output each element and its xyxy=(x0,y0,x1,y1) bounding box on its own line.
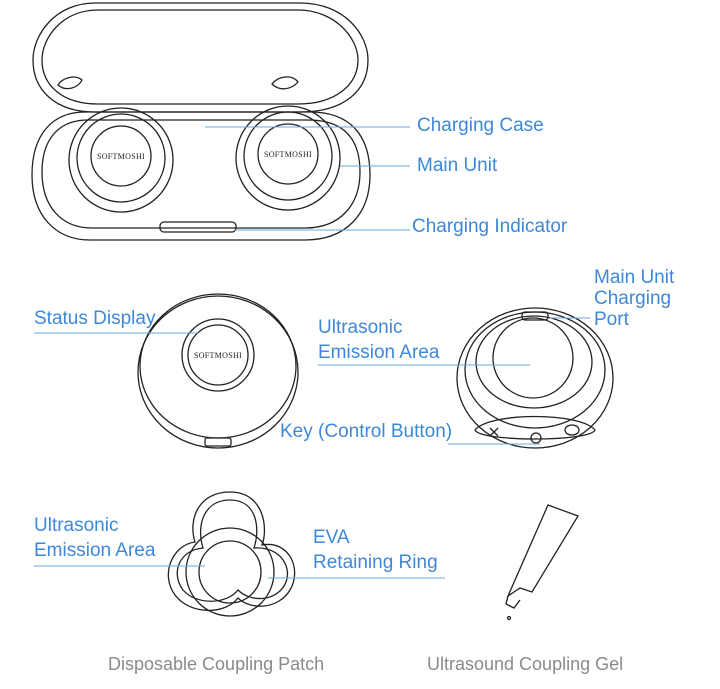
label-key-control-button: Key (Control Button) xyxy=(280,421,453,442)
label-patch-emission-line1: Ultrasonic xyxy=(34,515,119,536)
label-eva-line2: Retaining Ring xyxy=(313,552,438,573)
label-eva-line1: EVA xyxy=(313,527,350,548)
caption-coupling-gel: Ultrasound Coupling Gel xyxy=(427,654,624,674)
brand-logo-left: SOFTMOSHI xyxy=(97,152,145,161)
label-charging-port-line3: Port xyxy=(594,309,629,330)
label-status-display: Status Display xyxy=(34,308,156,329)
brand-logo-unit: SOFTMOSHI xyxy=(194,351,242,360)
gel-tube-drawing xyxy=(505,504,579,621)
label-main-unit: Main Unit xyxy=(417,155,498,176)
brand-logo-right: SOFTMOSHI xyxy=(264,150,312,159)
main-unit-top-drawing: SOFTMOSHI xyxy=(137,293,299,449)
label-charging-case: Charging Case xyxy=(417,115,544,136)
leader-lines xyxy=(34,126,590,579)
caption-coupling-patch: Disposable Coupling Patch xyxy=(108,654,325,674)
label-charging-port-line2: Charging xyxy=(594,288,672,309)
coupling-patch-drawing xyxy=(167,491,296,617)
main-unit-bottom-drawing xyxy=(456,307,614,449)
label-emission-area-line1: Ultrasonic xyxy=(318,317,403,338)
label-charging-port-line1: Main Unit xyxy=(594,267,675,288)
label-emission-area-line2: Emission Area xyxy=(318,342,440,363)
label-charging-indicator: Charging Indicator xyxy=(412,216,568,237)
label-patch-emission-line2: Emission Area xyxy=(34,540,156,561)
charging-case-drawing: SOFTMOSHI SOFTMOSHI xyxy=(31,2,371,241)
